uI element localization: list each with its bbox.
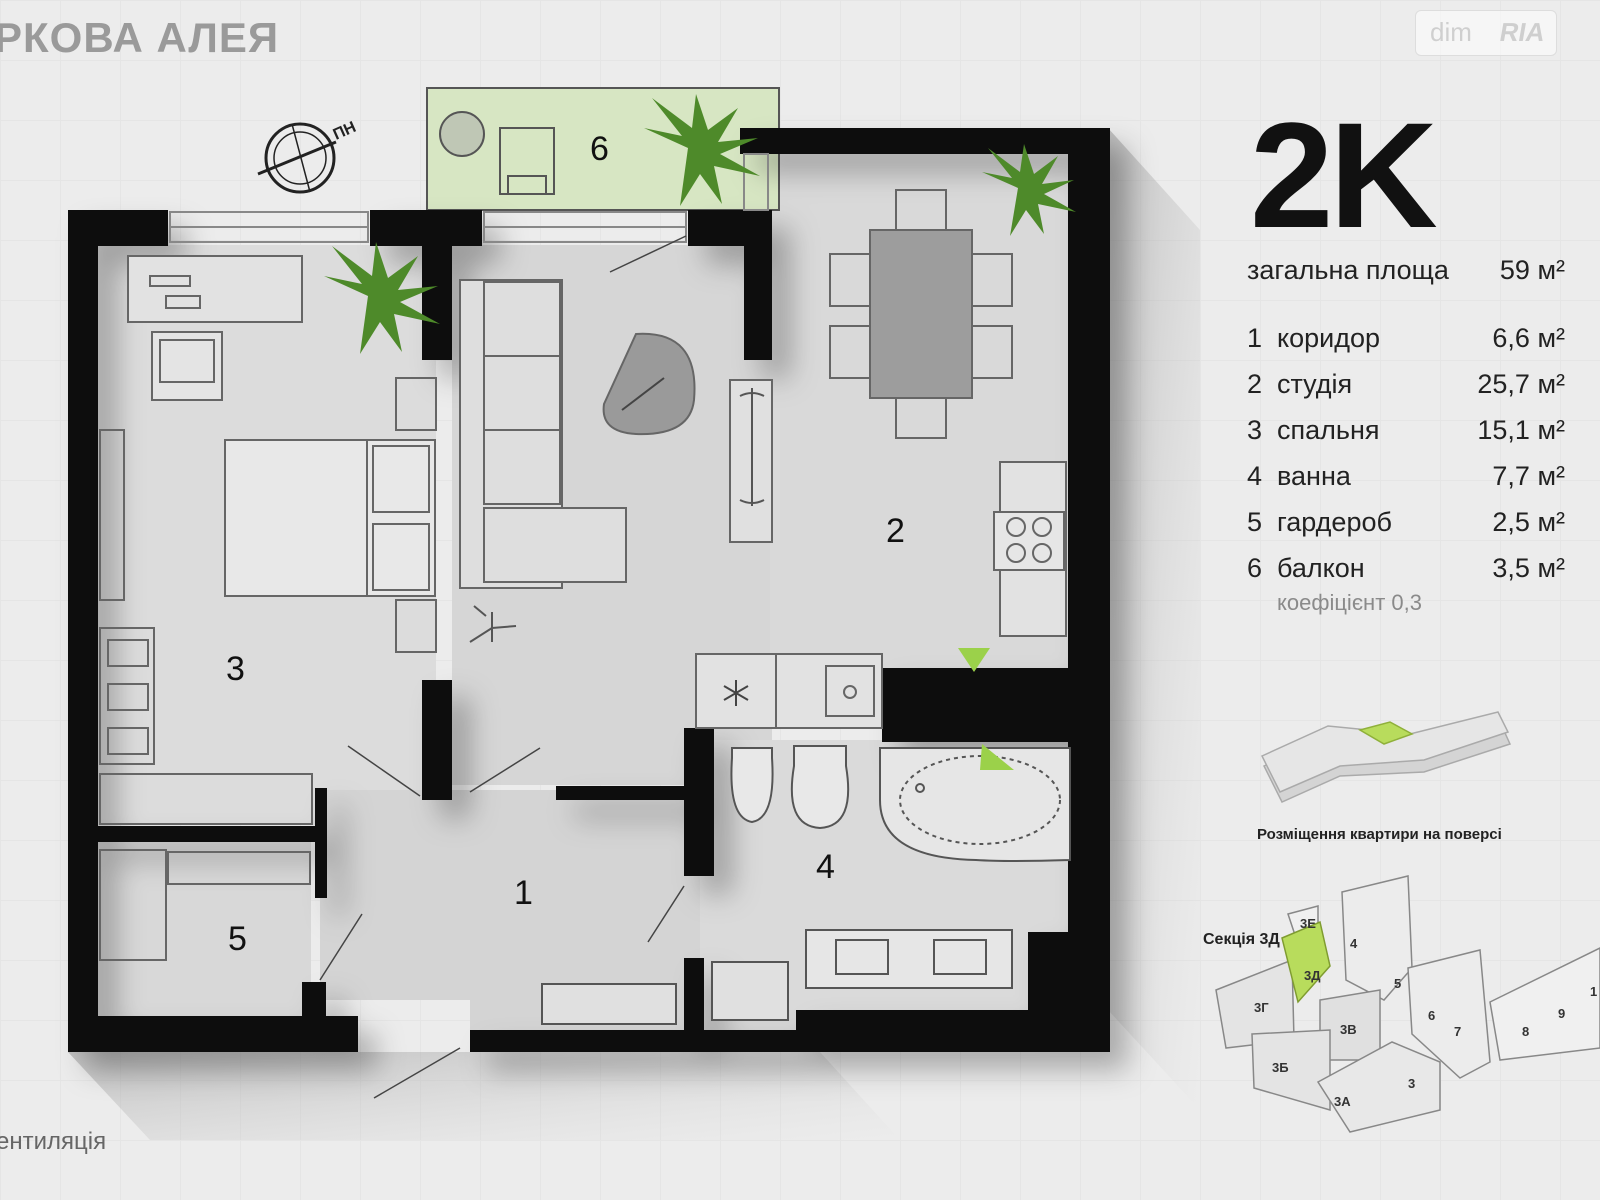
cast-shadow [1108, 128, 1200, 1110]
watermark-dim: dim [1430, 17, 1472, 47]
door-swings [319, 235, 687, 1099]
entrance-marker-icon [958, 648, 990, 672]
project-title: РКОВА АЛЕЯ [0, 14, 280, 61]
room-num: 4 [1247, 461, 1263, 491]
section-label: Секція 3Д [1203, 931, 1280, 948]
balcony-furniture [439, 111, 555, 195]
room-row: 3 спальня 15,1 м² [1247, 415, 1565, 461]
room-name: гардероб [1277, 507, 1392, 537]
bedroom-furniture [99, 255, 437, 961]
bath-marker-icon [980, 744, 1014, 770]
room-row: 2 студія 25,7 м² [1247, 369, 1565, 415]
windows [169, 153, 769, 243]
room-num: 2 [1247, 369, 1263, 399]
section-tag-3A: 3А [1334, 1094, 1351, 1109]
ventilation-label: ентиляція [0, 1128, 107, 1155]
section-tag-9: 9 [1558, 1006, 1565, 1021]
room-name: спальня [1277, 415, 1380, 445]
section-tag-3E: 3Е [1300, 916, 1316, 931]
section-tag-3B: 3Б [1272, 1060, 1289, 1075]
section-tag-3: 3 [1408, 1076, 1415, 1091]
room-num: 6 [1247, 553, 1263, 583]
section-tag-3V: 3В [1340, 1022, 1357, 1037]
room-area: 2,5 м² [1492, 507, 1565, 537]
section-tag-3G: 3Г [1254, 1000, 1269, 1015]
floor-placement-caption: Розміщення квартири на поверсі [1257, 826, 1502, 843]
building-sections-map [1215, 875, 1600, 1133]
watermark-logo: dim RIA [1415, 10, 1557, 56]
room-num: 3 [1247, 415, 1263, 445]
room-name: ванна [1277, 461, 1351, 491]
balcony-coefficient: коефіцієнт 0,3 [1277, 590, 1422, 615]
room-number-2: 2 [886, 512, 905, 550]
room-num: 5 [1247, 507, 1263, 537]
room-number-4: 4 [816, 848, 835, 886]
section-tag-4: 4 [1350, 936, 1358, 951]
cast-shadow [68, 1052, 900, 1140]
room-number-1: 1 [514, 874, 533, 912]
room-num: 1 [1247, 323, 1263, 353]
walls [68, 128, 1110, 1052]
room-name: студія [1277, 369, 1353, 399]
room-area: 7,7 м² [1492, 461, 1565, 491]
section-tag-5: 5 [1394, 976, 1401, 991]
room-area: 3,5 м² [1492, 553, 1565, 583]
room-number-6: 6 [590, 130, 609, 168]
room-area: 25,7 м² [1477, 369, 1565, 399]
compass-icon: ПН [257, 119, 359, 194]
room-number-3: 3 [226, 650, 245, 688]
room-row: 6 балкон 3,5 м² [1247, 553, 1565, 599]
section-tag-3D: 3Д [1304, 968, 1321, 983]
studio-furniture [459, 189, 1067, 729]
room-number-5: 5 [228, 920, 247, 958]
section-tag-8: 8 [1522, 1024, 1529, 1039]
section-labels: 3Е 3Д 3Г 3В 3Б 3А 3 4 5 6 7 8 9 1 [1254, 916, 1597, 1109]
floor-placement-map [1260, 711, 1512, 803]
section-tag-7: 7 [1454, 1024, 1461, 1039]
total-area-value: 59 м² [1499, 255, 1565, 285]
total-area-label: загальна площа [1247, 255, 1449, 285]
section-tag-6: 6 [1428, 1008, 1435, 1023]
section-tag-1: 1 [1590, 984, 1597, 999]
apartment-type: 2K [1250, 91, 1438, 259]
room-name: балкон [1277, 553, 1365, 583]
bathroom-furniture [541, 745, 1071, 1025]
room-row: 4 ванна 7,7 м² [1247, 461, 1565, 507]
room-name: коридор [1277, 323, 1381, 353]
room-row: 1 коридор 6,6 м² [1247, 323, 1565, 369]
plant-icon [324, 94, 1076, 354]
compass-label: ПН [331, 119, 359, 144]
room-row: 5 гардероб 2,5 м² [1247, 507, 1565, 553]
room-area: 6,6 м² [1492, 323, 1565, 353]
room-area: 15,1 м² [1477, 415, 1565, 445]
room-list: 1 коридор 6,6 м² 2 студія 25,7 м² 3 спал… [1247, 323, 1565, 599]
